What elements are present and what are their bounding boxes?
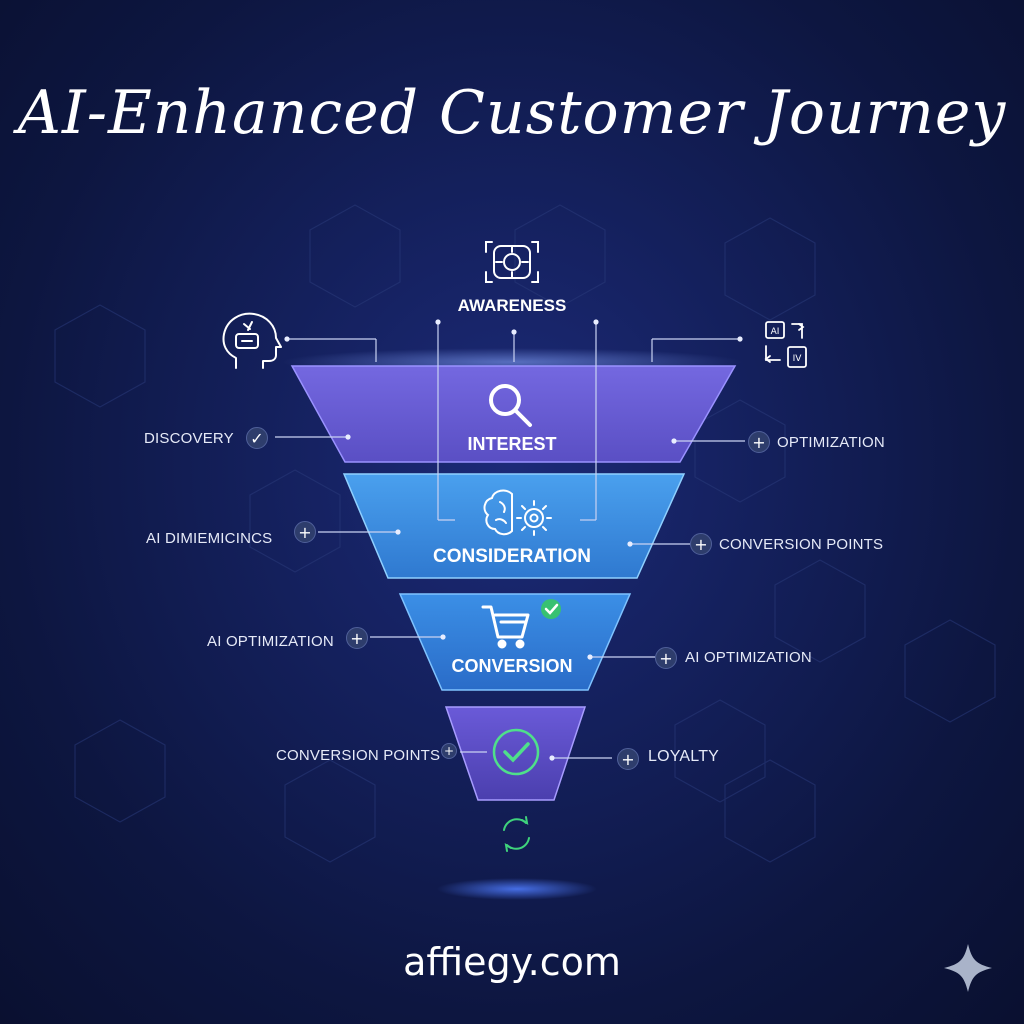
label-conversion-points-left: CONVERSION POINTS	[276, 747, 441, 764]
svg-text:AI: AI	[771, 327, 780, 337]
brain-gear-icon	[483, 489, 552, 536]
plus-icon: +	[346, 627, 368, 649]
funnel-tier-loyalty	[444, 706, 587, 801]
ai-translate-icon	[764, 321, 807, 368]
refresh-cycle-icon	[503, 816, 530, 852]
label-ai-optimization-left: AI OPTIMIZATION	[207, 633, 334, 650]
head-brain-icon	[222, 312, 282, 369]
label-optimization: OPTIMIZATION	[777, 434, 885, 451]
plus-icon: +	[294, 521, 316, 543]
plus-icon: +	[690, 533, 712, 555]
svg-text:IV: IV	[793, 354, 803, 364]
funnel-tier-consideration	[342, 473, 686, 579]
label-loyalty: LOYALTY	[648, 748, 720, 765]
check-icon: ✓	[246, 427, 268, 449]
check-circle-icon	[492, 728, 540, 776]
funnel-tier-conversion	[398, 593, 632, 691]
ai-chip-icon	[485, 241, 539, 283]
funnel-tier-interest	[290, 365, 737, 463]
check-badge-icon	[541, 599, 561, 619]
stage-label-interest: INTEREST	[467, 434, 557, 454]
brand-url: affiegy.com	[403, 940, 621, 984]
magnifier-icon	[489, 384, 532, 427]
stage-label-consideration: CONSIDERATION	[433, 546, 591, 567]
plus-icon: +	[748, 431, 770, 453]
plus-icon: +	[655, 647, 677, 669]
label-ai-dynamics: AI DIMIEMICINCS	[146, 530, 273, 547]
label-discovery: DISCOVERY	[144, 430, 234, 447]
connector-dots	[284, 319, 743, 761]
label-conversion-points-right: CONVERSION POINTS	[719, 536, 884, 553]
connector-lines	[275, 322, 745, 759]
label-ai-optimization-right: AI OPTIMIZATION	[685, 649, 812, 666]
shopping-cart-icon	[481, 605, 530, 649]
page-title: AI-Enhanced Customer Journey	[17, 78, 1007, 148]
stage-label-awareness: AWARENESS	[457, 296, 567, 315]
sparkle-icon	[944, 944, 992, 992]
hexagon-background	[54, 204, 996, 863]
plus-icon: +	[441, 743, 457, 759]
plus-icon: +	[617, 748, 639, 770]
stage-label-conversion: CONVERSION	[451, 656, 573, 676]
